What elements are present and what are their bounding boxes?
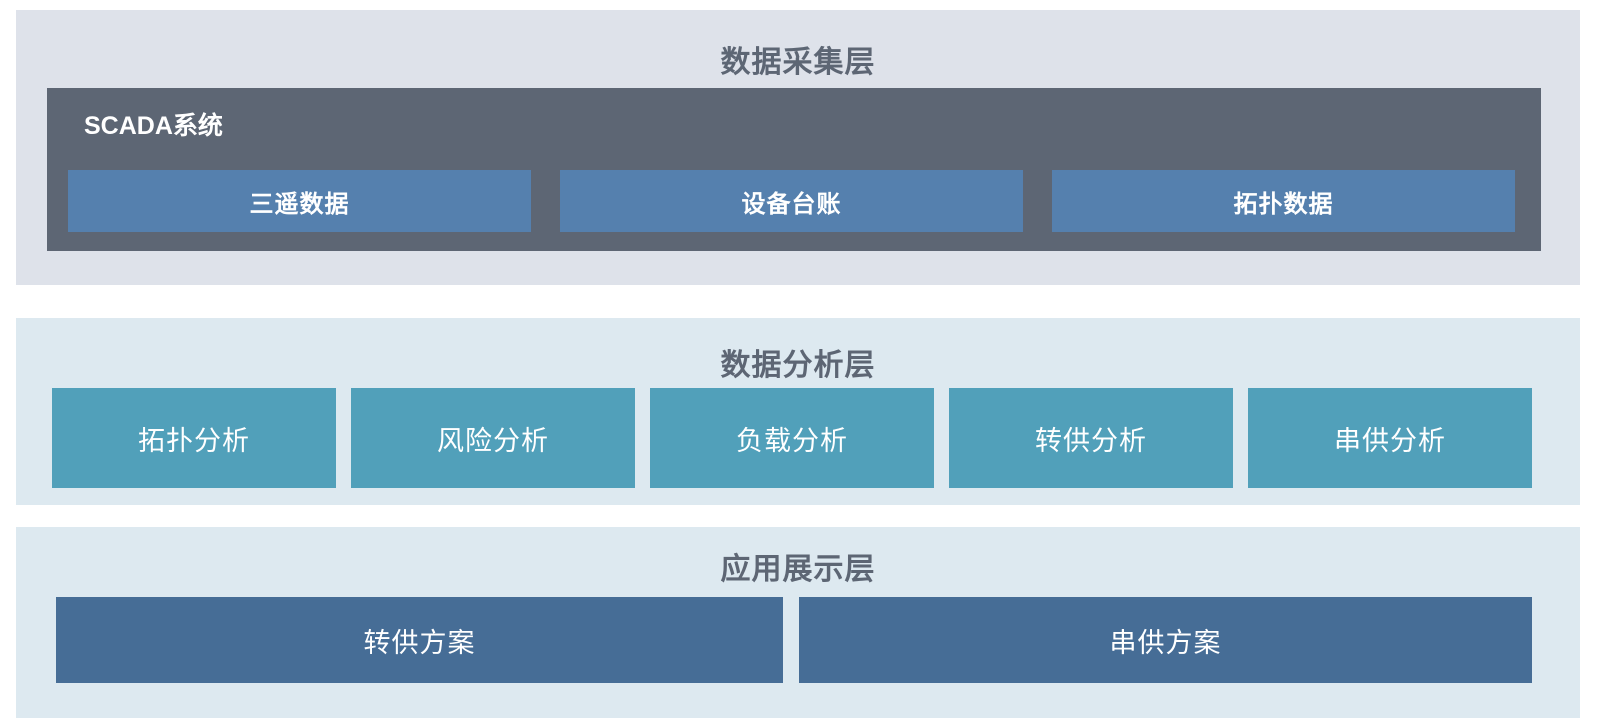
- presentation-box-group: 转供方案 串供方案: [56, 597, 1532, 683]
- layer-data-analysis: 数据分析层 拓扑分析 风险分析 负载分析 转供分析 串供分析: [16, 318, 1580, 505]
- layer-title-data-acquisition: 数据采集层: [720, 46, 876, 79]
- scada-box-topology-data[interactable]: 拓扑数据: [1052, 170, 1515, 232]
- analysis-box-group: 拓扑分析 风险分析 负载分析 转供分析 串供分析: [52, 388, 1532, 488]
- scada-panel-label: SCADA系统: [84, 112, 223, 140]
- scada-box-sanyao-data[interactable]: 三遥数据: [68, 170, 531, 232]
- scada-box-equipment-ledger[interactable]: 设备台账: [560, 170, 1023, 232]
- presentation-box-series-supply-plan[interactable]: 串供方案: [799, 597, 1532, 683]
- layer-title-application-presentation: 应用展示层: [720, 553, 876, 586]
- analysis-box-topology[interactable]: 拓扑分析: [52, 388, 336, 488]
- layer-application-presentation: 应用展示层 转供方案 串供方案: [16, 527, 1580, 718]
- layer-title-data-analysis: 数据分析层: [720, 349, 876, 382]
- scada-panel: SCADA系统 三遥数据 设备台账 拓扑数据: [47, 88, 1541, 251]
- scada-box-group: 三遥数据 设备台账 拓扑数据: [68, 170, 1515, 232]
- analysis-box-transfer-supply[interactable]: 转供分析: [949, 388, 1233, 488]
- analysis-box-series-supply[interactable]: 串供分析: [1248, 388, 1532, 488]
- layer-data-acquisition: 数据采集层 SCADA系统 三遥数据 设备台账 拓扑数据: [16, 10, 1580, 285]
- analysis-box-load[interactable]: 负载分析: [650, 388, 934, 488]
- analysis-box-risk[interactable]: 风险分析: [351, 388, 635, 488]
- presentation-box-transfer-supply-plan[interactable]: 转供方案: [56, 597, 783, 683]
